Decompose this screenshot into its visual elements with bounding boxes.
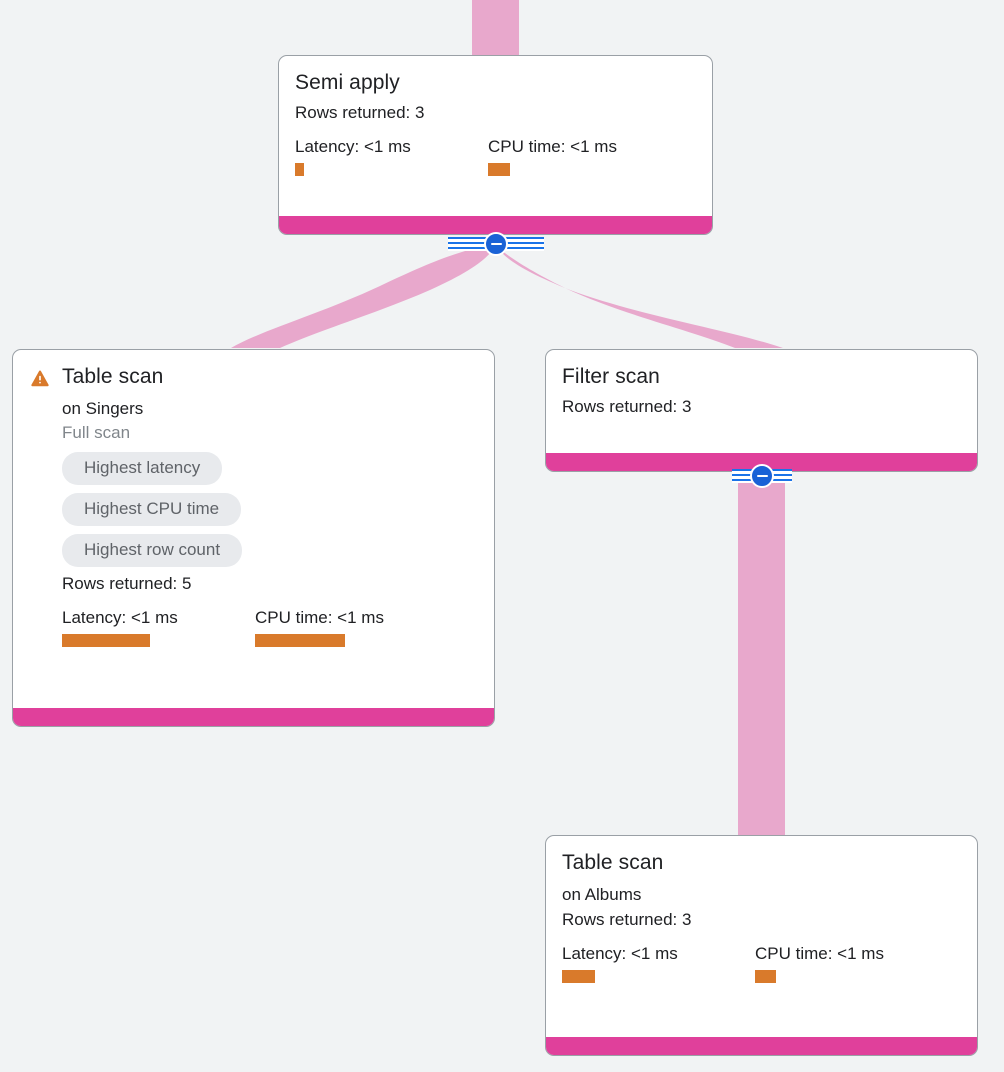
metrics-row: Latency: <1 ms CPU time: <1 ms	[62, 607, 478, 647]
metrics-row: Latency: <1 ms CPU time: <1 ms	[562, 943, 961, 983]
node-table-scan-albums-body: Table scan on Albums Rows returned: 3 La…	[546, 836, 977, 1037]
collapse-toggle-filter-scan[interactable]	[714, 463, 810, 489]
node-title: Table scan	[62, 365, 164, 388]
node-title: Filter scan	[562, 365, 660, 388]
node-table-scan-albums-header: Table scan	[562, 850, 961, 876]
rows-returned: Rows returned: 5	[62, 574, 192, 593]
node-table-scan-singers-header: Table scan	[29, 364, 478, 390]
node-table-scan-singers[interactable]: Table scan on Singers Full scan Highest …	[12, 349, 495, 727]
node-scan-kind: Full scan	[62, 423, 131, 442]
metric-latency-bar	[295, 163, 304, 176]
collapse-minus-icon[interactable]	[484, 232, 508, 256]
node-subtitle: on Albums	[562, 885, 642, 904]
node-footer-bar	[279, 216, 712, 234]
edge-filter-scan-to-table-scan-albums	[738, 478, 785, 838]
node-subtitle: on Singers	[62, 399, 144, 418]
metric-cpu-time-bar	[755, 970, 776, 983]
metric-latency-bar	[562, 970, 595, 983]
badge-list: Highest latency Highest CPU time Highest…	[62, 452, 478, 567]
edge-semi-apply-to-table-scan-singers	[231, 246, 495, 348]
rows-returned: Rows returned: 3	[562, 910, 692, 929]
node-table-scan-singers-body: Table scan on Singers Full scan Highest …	[13, 350, 494, 708]
node-footer-bar	[546, 453, 977, 471]
metric-cpu-time-label: CPU time: <1 ms	[255, 608, 384, 627]
node-filter-scan[interactable]: Filter scan Rows returned: 3	[545, 349, 978, 472]
metric-latency-label: Latency: <1 ms	[295, 137, 411, 156]
node-semi-apply[interactable]: Semi apply Rows returned: 3 Latency: <1 …	[278, 55, 713, 235]
metric-latency-label: Latency: <1 ms	[62, 608, 178, 627]
metric-cpu-time-label: CPU time: <1 ms	[488, 137, 617, 156]
status-badge-highest-cpu-time: Highest CPU time	[62, 493, 242, 526]
metric-latency: Latency: <1 ms	[295, 136, 488, 176]
rows-returned: Rows returned: 3	[295, 103, 425, 122]
metric-cpu-time: CPU time: <1 ms	[488, 136, 681, 176]
node-filter-scan-body: Filter scan Rows returned: 3	[546, 350, 977, 453]
node-footer-bar	[546, 1037, 977, 1055]
status-badge-highest-row-count: Highest row count	[62, 534, 243, 567]
metric-latency-label: Latency: <1 ms	[562, 944, 678, 963]
node-table-scan-albums[interactable]: Table scan on Albums Rows returned: 3 La…	[545, 835, 978, 1056]
node-footer-bar	[13, 708, 494, 726]
metric-cpu-time-label: CPU time: <1 ms	[755, 944, 884, 963]
metric-cpu-time: CPU time: <1 ms	[255, 607, 448, 647]
node-table-scan-singers-details: on Singers Full scan Highest latency Hig…	[29, 396, 478, 647]
rows-returned: Rows returned: 3	[562, 397, 692, 416]
collapse-toggle-semi-apply[interactable]	[448, 231, 544, 257]
node-title: Semi apply	[295, 71, 400, 94]
metric-cpu-time-bar	[255, 634, 345, 647]
metric-latency-bar	[62, 634, 150, 647]
node-title: Table scan	[562, 851, 664, 874]
node-filter-scan-header: Filter scan	[562, 364, 961, 390]
metric-cpu-time-bar	[488, 163, 510, 176]
metrics-row: Latency: <1 ms CPU time: <1 ms	[295, 136, 696, 176]
edge-root-to-semi-apply	[472, 0, 519, 56]
status-badge-highest-latency: Highest latency	[62, 452, 223, 485]
metric-latency: Latency: <1 ms	[62, 607, 255, 647]
node-semi-apply-header: Semi apply	[295, 70, 696, 96]
edge-semi-apply-to-filter-scan	[497, 246, 783, 348]
warning-triangle-icon	[31, 370, 49, 387]
node-semi-apply-body: Semi apply Rows returned: 3 Latency: <1 …	[279, 56, 712, 216]
metric-cpu-time: CPU time: <1 ms	[755, 943, 948, 983]
collapse-minus-icon[interactable]	[750, 464, 774, 488]
metric-latency: Latency: <1 ms	[562, 943, 755, 983]
